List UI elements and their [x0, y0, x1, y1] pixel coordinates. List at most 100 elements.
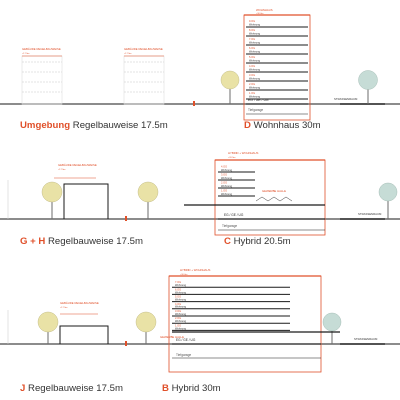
tree-icon: [220, 70, 240, 104]
tree-icon: [322, 312, 342, 344]
floor-label: Wohnung: [249, 23, 261, 27]
caption-row-3-right: B Hybrid 30m: [162, 383, 221, 395]
floor-level: 3.OG: [249, 73, 255, 77]
tree-icon: [37, 311, 59, 344]
caption-rest: Regelbauweise 17.5m: [72, 120, 168, 131]
floor-level: 6.OG: [175, 287, 181, 291]
street-tag: STRASSENRAUM: [358, 212, 382, 216]
tower-ground-label: EG / GE / UG: [248, 98, 269, 102]
floor-level: 3.OG: [175, 309, 181, 313]
caption-highlight: D: [244, 120, 251, 131]
hybrid-ground-label: EG / GE / UG: [176, 338, 196, 342]
svg-text:+30.0m: +30.0m: [256, 13, 264, 15]
caption-row-3-left: J Regelbauweise 17.5m: [20, 383, 123, 395]
tree-icon: [378, 182, 398, 219]
floor-label: Wohnung: [221, 168, 233, 172]
caption-rest: Hybrid 20.5m: [233, 236, 291, 247]
floor-level: 1.OG: [175, 323, 181, 327]
floor-level: 4.OG: [221, 165, 227, 169]
floor-label: Wohnung: [249, 32, 261, 36]
caption-highlight: C: [224, 236, 231, 247]
regular-building-left: GEBÄUDE REGELBAUWEISE +17.5m: [59, 301, 109, 345]
floor-level: 9.OG: [249, 19, 255, 23]
floor-label: Wohnung: [175, 305, 187, 309]
floor-level: 1.OG: [249, 91, 255, 95]
floor-label: Wohnung: [249, 50, 261, 54]
caption-rest: Wohnhaus 30m: [253, 120, 321, 131]
regular-building-left: GEBÄUDE REGELBAUWEISE +17.5m: [54, 163, 109, 220]
svg-text:+30.0m: +30.0m: [180, 274, 188, 276]
hybrid-mid-label: GEWERBE HALLE: [262, 189, 286, 193]
tower-basement-label: Tiefgarage: [248, 108, 263, 112]
floor-level: 2.OG: [175, 316, 181, 320]
tower-building-d: WOHNHAUS +30.0m 9.OGWohnung8.OGWohnung7.…: [243, 8, 311, 121]
caption-row-1-right: D Wohnhaus 30m: [244, 120, 321, 132]
hybrid-basement-label: Tiefgarage: [222, 224, 237, 228]
floor-label: Wohnung: [175, 326, 187, 330]
floor-label: Wohnung: [175, 312, 187, 316]
caption-rest: Regelbauweise 17.5m: [28, 383, 123, 394]
caption-rest: Hybrid 30m: [171, 383, 221, 394]
floor-label: Wohnung: [249, 59, 261, 63]
caption-row-2-right: C Hybrid 20.5m: [224, 236, 291, 248]
floor-level: 3.OG: [221, 173, 227, 177]
svg-text:+17.5m: +17.5m: [58, 169, 66, 171]
caption-rest: Regelbauweise 17.5m: [48, 236, 143, 247]
svg-text:+17.5m: +17.5m: [60, 307, 68, 309]
caption-highlight: B: [162, 383, 169, 394]
floor-level: 4.OG: [249, 64, 255, 68]
floor-level: 8.OG: [249, 28, 255, 32]
svg-text:+20.5m: +20.5m: [228, 157, 236, 159]
dimension-marker: [193, 101, 195, 106]
floor-label: Wohnung: [249, 86, 261, 90]
floor-label: Wohnung: [221, 192, 233, 196]
hybrid-building-c: HYBRID + WOHNHAUS +20.5m 4.OGWohnung3.OG…: [184, 151, 326, 236]
right-building-tag: GEBÄUDE REGELBAUWEISE: [124, 47, 163, 51]
left-building-tag: GEBÄUDE REGELBAUWEISE: [58, 163, 97, 167]
caption-highlight: Umgebung: [20, 120, 71, 131]
row-3-section: GEBÄUDE REGELBAUWEISE +17.5m HYBRID + WO…: [0, 268, 400, 373]
tree-icon: [135, 311, 157, 344]
floor-label: Wohnung: [175, 298, 187, 302]
caption-row-2-left: G + H Regelbauweise 17.5m: [20, 236, 143, 248]
regular-building-left: GEBÄUDE REGELBAUWEISE +17.5m: [21, 47, 63, 105]
caption-highlight: J: [20, 383, 26, 394]
floor-level: 2.OG: [221, 181, 227, 185]
floor-label: Wohnung: [175, 319, 187, 323]
hybrid-roof-label: HYBRID + WOHNHAUS: [180, 268, 211, 272]
row-1-section: GEBÄUDE REGELBAUWEISE +17.5m GEBÄUDE REG…: [0, 8, 400, 121]
floor-level: 7.OG: [249, 37, 255, 41]
dimension-marker: [125, 341, 127, 346]
floor-label: Wohnung: [221, 176, 233, 180]
dimension-marker: [125, 216, 127, 221]
floor-label: Wohnung: [249, 95, 261, 99]
floor-level: 2.OG: [249, 82, 255, 86]
floor-label: Wohnung: [249, 68, 261, 72]
street-tag: STRASSENRAUM: [354, 337, 378, 341]
regular-building-right: GEBÄUDE REGELBAUWEISE +17.5m: [123, 47, 165, 105]
floor-label: Wohnung: [175, 290, 187, 294]
tree-icon: [358, 70, 378, 104]
hybrid-roof-label: HYBRID + WOHNHAUS: [228, 151, 259, 155]
street-tag: STRASSENRAUM: [334, 97, 358, 101]
left-building-height: +17.5m: [22, 53, 30, 55]
left-building-tag: GEBÄUDE REGELBAUWEISE: [60, 301, 99, 305]
floor-level: 7.OG: [175, 280, 181, 284]
floor-level: 6.OG: [249, 46, 255, 50]
right-building-height: +17.5m: [124, 53, 132, 55]
caption-highlight: G + H: [20, 236, 46, 247]
floor-label: Wohnung: [249, 41, 261, 45]
hybrid-building-b: HYBRID + WOHNHAUS +30.0m 7.OGWohnung6.OG…: [160, 268, 340, 373]
floor-label: Wohnung: [175, 283, 187, 287]
floor-level: 5.OG: [175, 295, 181, 299]
left-building-tag: GEBÄUDE REGELBAUWEISE: [22, 47, 61, 51]
hybrid-mid-label: GEWERBE HALLE: [160, 335, 184, 339]
tree-icon: [41, 181, 63, 219]
floor-level: 5.OG: [249, 55, 255, 59]
floor-level: 4.OG: [175, 302, 181, 306]
floor-label: Wohnung: [249, 77, 261, 81]
row-2-section: GEBÄUDE REGELBAUWEISE +17.5m HYBRID + WO…: [0, 151, 400, 236]
floor-label: Wohnung: [221, 184, 233, 188]
caption-row-1-left: Umgebung Regelbauweise 17.5m: [20, 120, 168, 132]
